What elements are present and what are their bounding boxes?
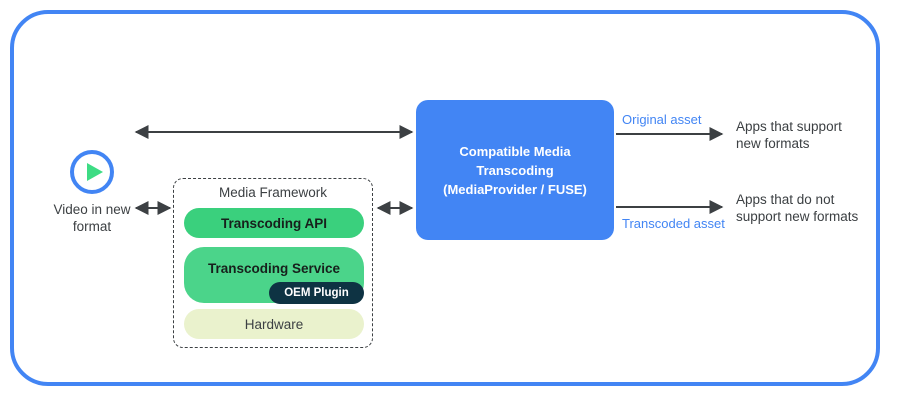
media-framework-title: Media Framework xyxy=(218,185,328,200)
compatible-media-transcoding-label: Compatible Media Transcoding (MediaProvi… xyxy=(443,143,587,197)
transcoding-api-box[interactable]: Transcoding API xyxy=(184,208,364,238)
transcoded-asset-label: Transcoded asset xyxy=(622,216,725,231)
compatible-media-transcoding-box[interactable]: Compatible Media Transcoding (MediaProvi… xyxy=(416,100,614,240)
video-source-caption: Video in new format xyxy=(53,202,131,234)
play-circle-icon xyxy=(70,150,114,194)
original-asset-label: Original asset xyxy=(622,112,702,127)
apps-that-do-not-support-label: Apps that do not support new formats xyxy=(736,192,859,224)
oem-plugin-badge[interactable]: OEM Plugin xyxy=(269,282,364,304)
media-framework-container: Media Framework Transcoding API Transcod… xyxy=(173,178,373,348)
apps-that-support-label: Apps that support new formats xyxy=(736,119,842,151)
play-triangle-icon xyxy=(87,163,103,181)
hardware-box[interactable]: Hardware xyxy=(184,309,364,339)
